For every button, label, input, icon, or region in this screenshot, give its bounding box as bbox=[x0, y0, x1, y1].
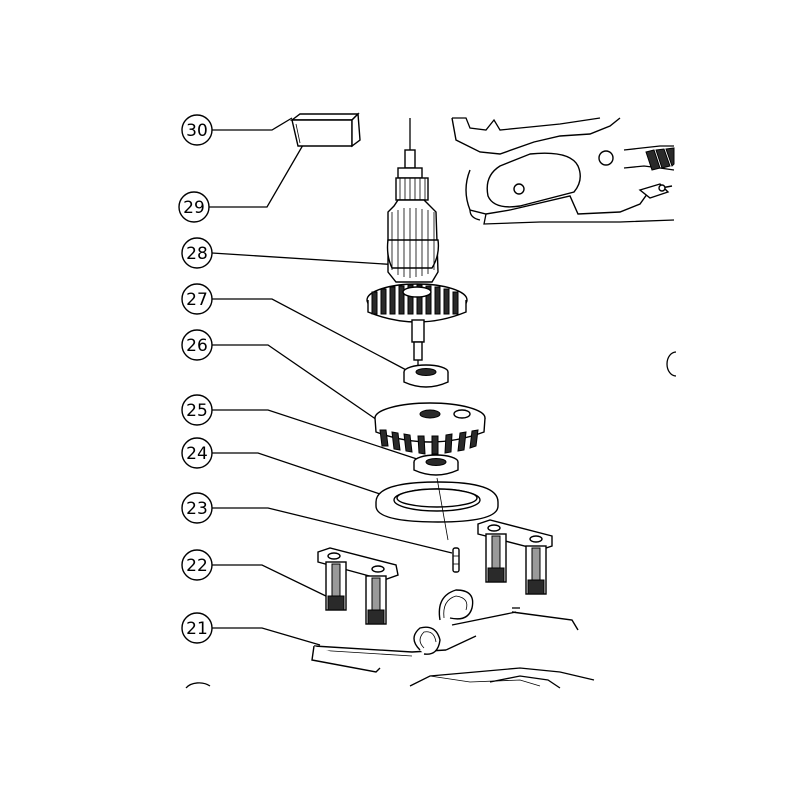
callout-27-label: 27 bbox=[186, 290, 208, 310]
housing-bottom bbox=[409, 667, 595, 689]
callout-23-label: 23 bbox=[186, 499, 208, 519]
callout-26: 26 bbox=[181, 329, 381, 423]
part-23-pin bbox=[452, 547, 460, 573]
callout-27: 27 bbox=[181, 283, 411, 373]
part-26-gear bbox=[374, 402, 486, 455]
housing-top-right bbox=[451, 117, 675, 225]
callout-21-label: 21 bbox=[186, 619, 208, 639]
part-29-30-block bbox=[289, 112, 361, 148]
callout-26-label: 26 bbox=[186, 336, 208, 356]
callout-25-label: 25 bbox=[186, 401, 208, 421]
partial-callout-bottom bbox=[185, 682, 211, 689]
callout-24-label: 24 bbox=[186, 444, 208, 464]
callout-28-label: 28 bbox=[186, 244, 208, 264]
callout-28: 28 bbox=[181, 237, 401, 269]
part-21-springs bbox=[311, 589, 579, 673]
part-22-brush-holder-right bbox=[477, 519, 553, 595]
assembly-axis bbox=[436, 477, 449, 541]
callout-22-label: 22 bbox=[186, 556, 208, 576]
callout-22: 22 bbox=[181, 549, 331, 599]
partial-callout-right bbox=[666, 351, 677, 377]
callout-29: 29 bbox=[178, 144, 304, 223]
part-25-bearing bbox=[413, 454, 459, 476]
callout-23: 23 bbox=[181, 492, 453, 554]
part-28-armature bbox=[366, 118, 468, 372]
part-22-brush-holder-left bbox=[317, 547, 399, 625]
callout-25: 25 bbox=[181, 394, 421, 461]
callout-21: 21 bbox=[181, 612, 321, 646]
callout-29-label: 29 bbox=[183, 198, 205, 218]
callout-30: 30 bbox=[181, 114, 293, 146]
part-27-bearing bbox=[403, 364, 449, 388]
part-24-washer bbox=[375, 481, 499, 523]
callout-30-label: 30 bbox=[186, 121, 208, 141]
callout-24: 24 bbox=[181, 437, 393, 499]
